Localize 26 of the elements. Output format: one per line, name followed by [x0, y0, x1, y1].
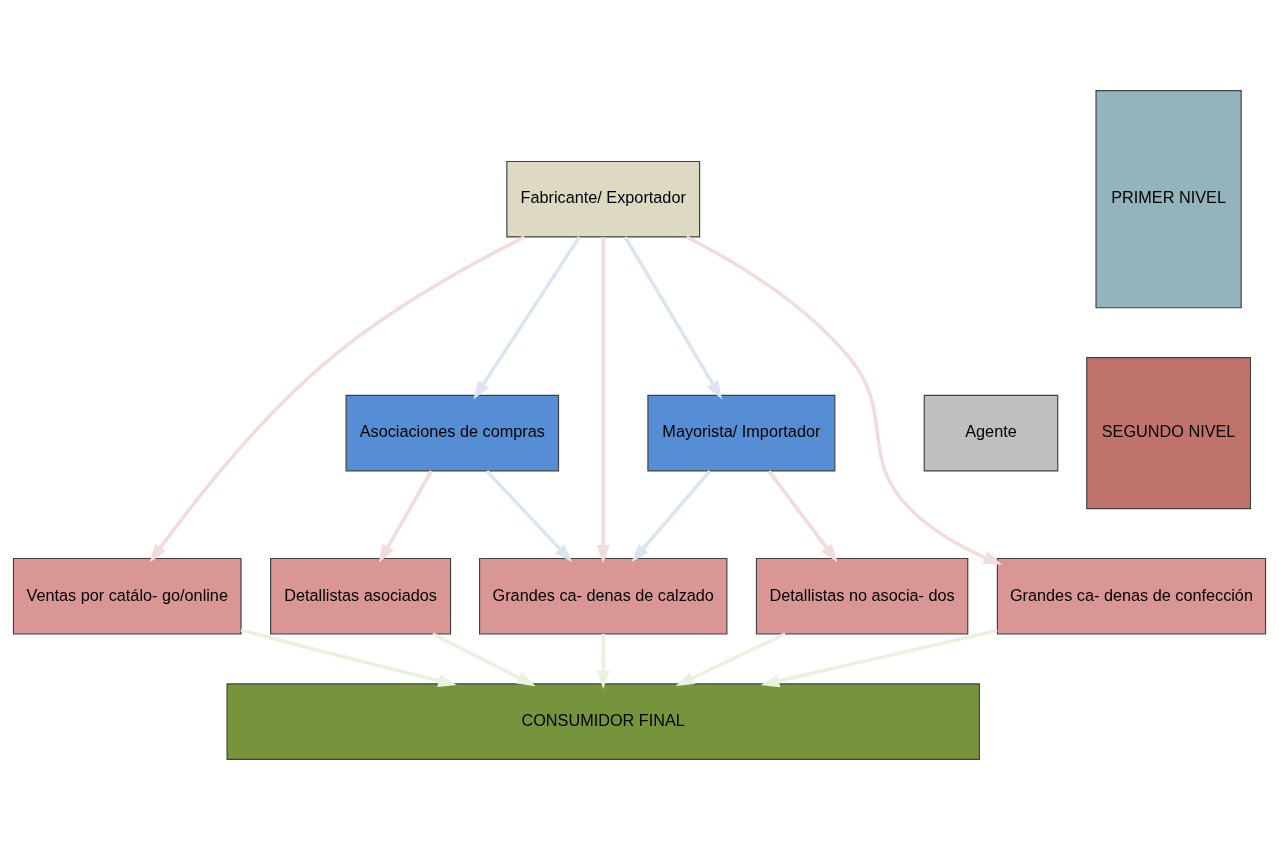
arrow	[623, 235, 723, 400]
node-box: SEGUNDO NIVEL	[1086, 356, 1252, 509]
arrow	[240, 627, 457, 687]
node-box: Detallistas no asocia- dos	[755, 557, 969, 635]
arrow	[378, 469, 433, 563]
node-box: Ventas por catálo- go/online	[12, 557, 242, 635]
node-box: CONSUMIDOR FINAL	[226, 682, 980, 760]
arrow	[685, 235, 1003, 565]
arrow	[431, 631, 536, 686]
arrow	[675, 631, 786, 686]
node-box: Mayorista/ Importador	[647, 394, 836, 471]
arrow	[485, 469, 573, 562]
arrow	[149, 235, 526, 563]
arrow	[596, 633, 610, 689]
node-box: Fabricante/ Exportador	[506, 160, 701, 237]
arrow	[596, 236, 610, 563]
node-box: Agente	[923, 394, 1059, 471]
node-box: Grandes ca- denas de calzado	[479, 557, 728, 635]
node-box: Asociaciones de compras	[345, 394, 560, 471]
node-box: PRIMER NIVEL	[1095, 89, 1242, 308]
arrow	[760, 628, 998, 687]
node-box: Detallistas asociados	[270, 557, 452, 635]
arrow	[473, 235, 581, 399]
arrow	[631, 469, 711, 562]
arrow	[767, 469, 838, 563]
node-box: Grandes ca- denas de confección	[996, 557, 1267, 635]
